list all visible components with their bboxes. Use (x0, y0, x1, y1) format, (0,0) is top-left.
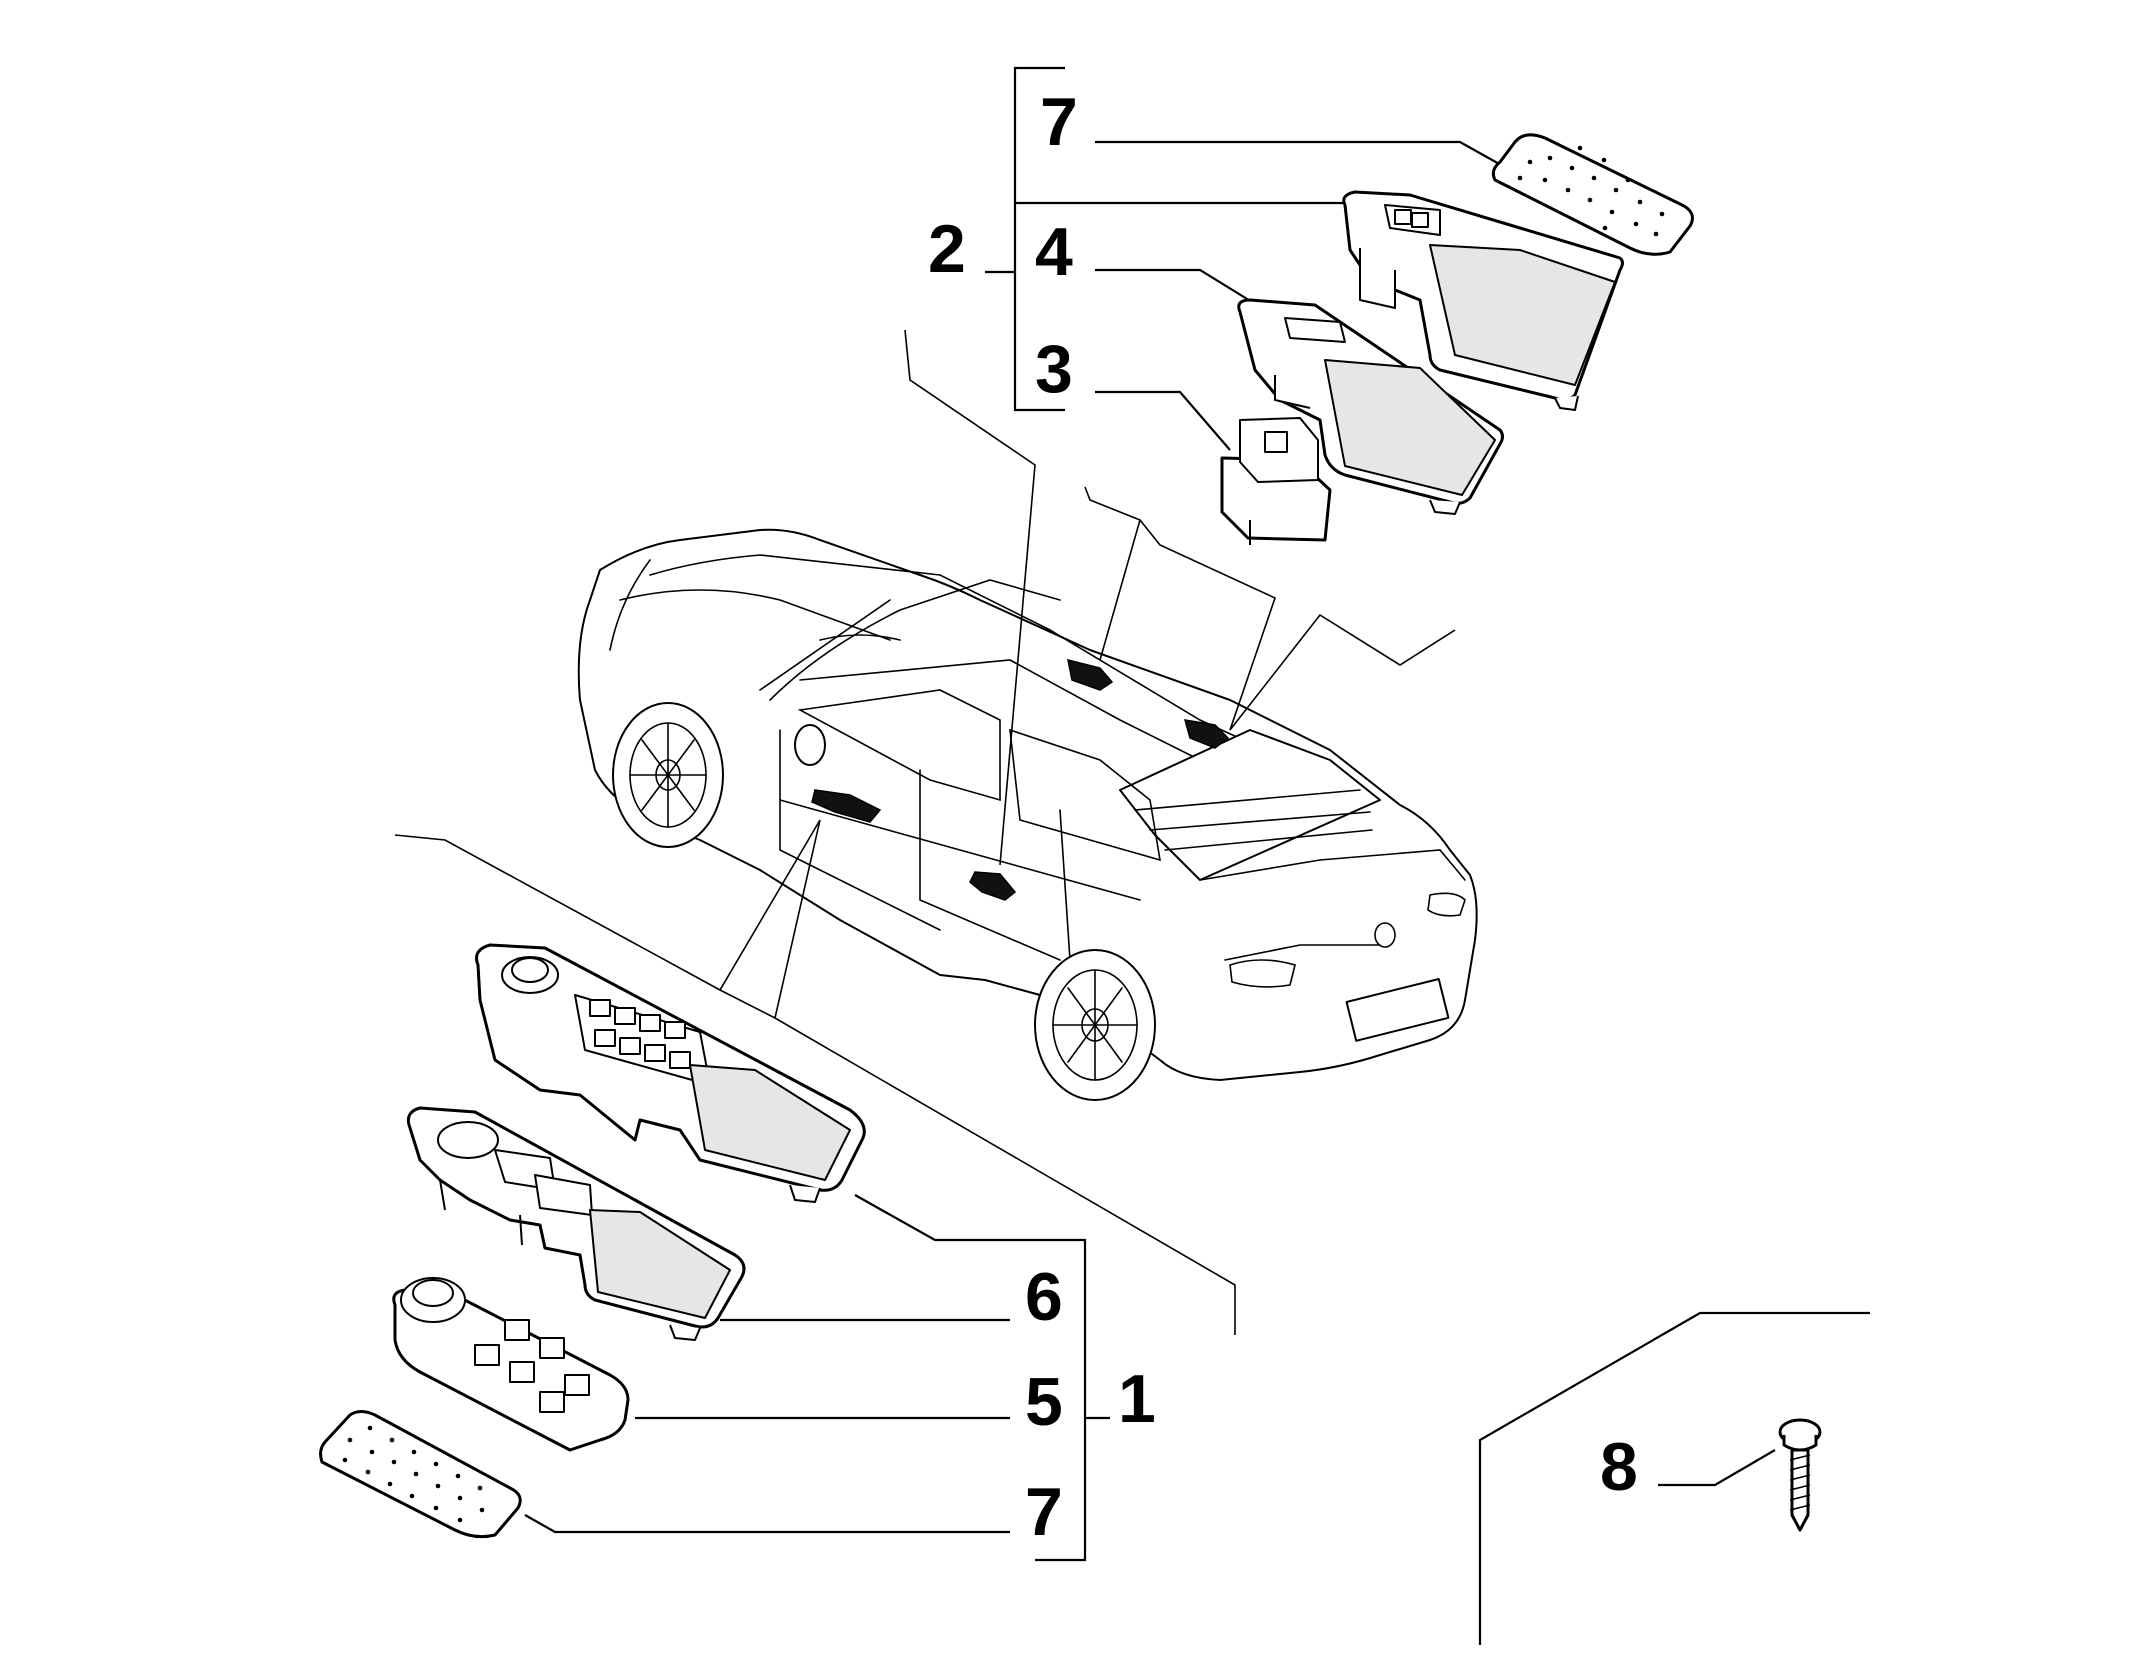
label-8: 8 (1600, 1429, 1638, 1505)
top-switch-part-3 (1220, 417, 1332, 545)
top-assembly-bezel (1342, 190, 1624, 411)
label-7-top: 7 (1040, 84, 1078, 160)
top-group-bracket (985, 66, 1350, 412)
leader-7-bottom (524, 1514, 1010, 1534)
leader-3 (1095, 390, 1231, 451)
car-leader-lines (394, 329, 1456, 1335)
top-bezel-part-4 (1237, 298, 1504, 515)
label-6: 6 (1025, 1259, 1063, 1335)
car-illustration (577, 528, 1478, 1101)
screw-section-frame (1478, 1311, 1870, 1645)
bottom-pad-part (319, 1410, 522, 1539)
label-4: 4 (1035, 214, 1073, 290)
label-5: 5 (1025, 1364, 1063, 1440)
bottom-switch-part-5 (392, 1277, 630, 1452)
leader-4 (1095, 268, 1266, 311)
bottom-group-bracket (854, 1194, 1110, 1562)
top-pad-part (1491, 133, 1694, 256)
label-7-bottom: 7 (1025, 1474, 1063, 1550)
leader-7-top (1095, 140, 1511, 171)
label-group-2: 2 (928, 211, 966, 287)
screw-part (1778, 1418, 1822, 1532)
label-group-1: 1 (1118, 1361, 1156, 1437)
bottom-assembly-bezel (475, 943, 866, 1203)
leader-8 (1658, 1449, 1776, 1487)
bottom-bezel-part-6 (406, 1106, 746, 1341)
label-3: 3 (1035, 331, 1073, 407)
